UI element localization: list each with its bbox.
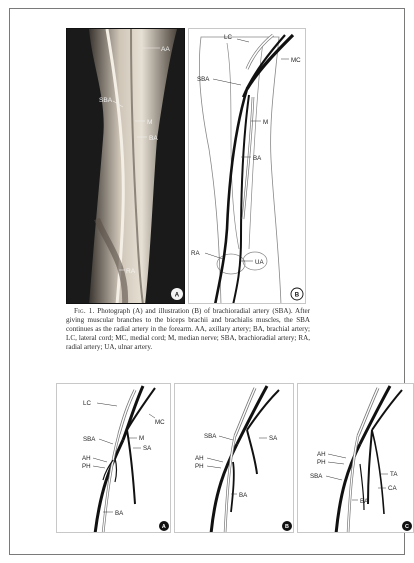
photo-label-ba: BA	[149, 135, 158, 142]
figure1-illustration-panel: LC MC SBA M BA RA UA B	[188, 28, 306, 304]
figure1-photograph-panel: AA SBA M BA RA A	[66, 28, 185, 304]
fig2a-label-ba: BA	[115, 510, 124, 517]
fig2a-label-ph: PH	[82, 463, 91, 470]
illus-label-sba: SBA	[197, 76, 210, 83]
illus-badge-letter: B	[295, 292, 300, 298]
photo-label-ra: RA	[126, 268, 136, 275]
fig2a-label-lc: LC	[83, 400, 91, 407]
illus-label-m: M	[263, 119, 268, 126]
fig2c-label-sba: SBA	[310, 473, 323, 480]
photo-label-sba: SBA	[99, 97, 113, 104]
fig2c-label-ah: AH	[317, 451, 326, 458]
fig2b-badge-letter: B	[285, 524, 289, 530]
fig2b-label-sba: SBA	[204, 433, 217, 440]
photo-label-m: M	[147, 119, 153, 126]
illus-label-ua: UA	[255, 259, 264, 266]
variant-diagram-c: AH PH SBA TA CA BA C	[298, 384, 414, 533]
fig2c-label-ba: BA	[360, 498, 369, 505]
fig2a-label-ah: AH	[82, 455, 91, 462]
variant-diagram-b: SBA SA AH PH BA B	[175, 384, 294, 533]
fig2a-label-sa: SA	[143, 445, 152, 452]
fig2b-label-ah: AH	[195, 455, 204, 462]
cadaver-arm-photograph: AA SBA M BA RA A	[67, 29, 185, 304]
photo-badge-letter: A	[175, 292, 180, 298]
illus-label-lc: LC	[224, 34, 232, 41]
fig2b-label-ph: PH	[195, 463, 204, 470]
photo-label-aa: AA	[161, 46, 170, 53]
figure-number: Fig. 1.	[74, 307, 95, 315]
fig2b-label-ba: BA	[239, 492, 248, 499]
figure1-caption: Fig. 1. Photograph (A) and illustration …	[66, 307, 310, 352]
figure2-panel-a: LC MC SBA M SA AH PH BA A	[56, 383, 171, 533]
fig2a-badge-letter: A	[162, 524, 166, 530]
fig2c-label-ph: PH	[317, 459, 326, 466]
fig2a-label-mc: MC	[155, 419, 165, 426]
fig2c-label-ca: CA	[388, 485, 397, 492]
variant-diagram-a: LC MC SBA M SA AH PH BA A	[57, 384, 171, 533]
fig2a-label-m: M	[139, 435, 144, 442]
illus-label-ba: BA	[253, 155, 262, 162]
fig2a-label-sba: SBA	[83, 436, 96, 443]
fig2b-label-sa: SA	[269, 435, 278, 442]
fig2c-badge-letter: C	[405, 524, 409, 530]
figure2-panel-b: SBA SA AH PH BA B	[174, 383, 294, 533]
fig2c-label-ta: TA	[390, 471, 398, 478]
arm-artery-illustration: LC MC SBA M BA RA UA B	[189, 29, 306, 304]
illus-label-ra: RA	[191, 250, 200, 257]
caption-text: Photograph (A) and illustration (B) of b…	[66, 307, 310, 351]
illus-label-mc: MC	[291, 57, 301, 64]
figure2-panel-c: AH PH SBA TA CA BA C	[297, 383, 414, 533]
